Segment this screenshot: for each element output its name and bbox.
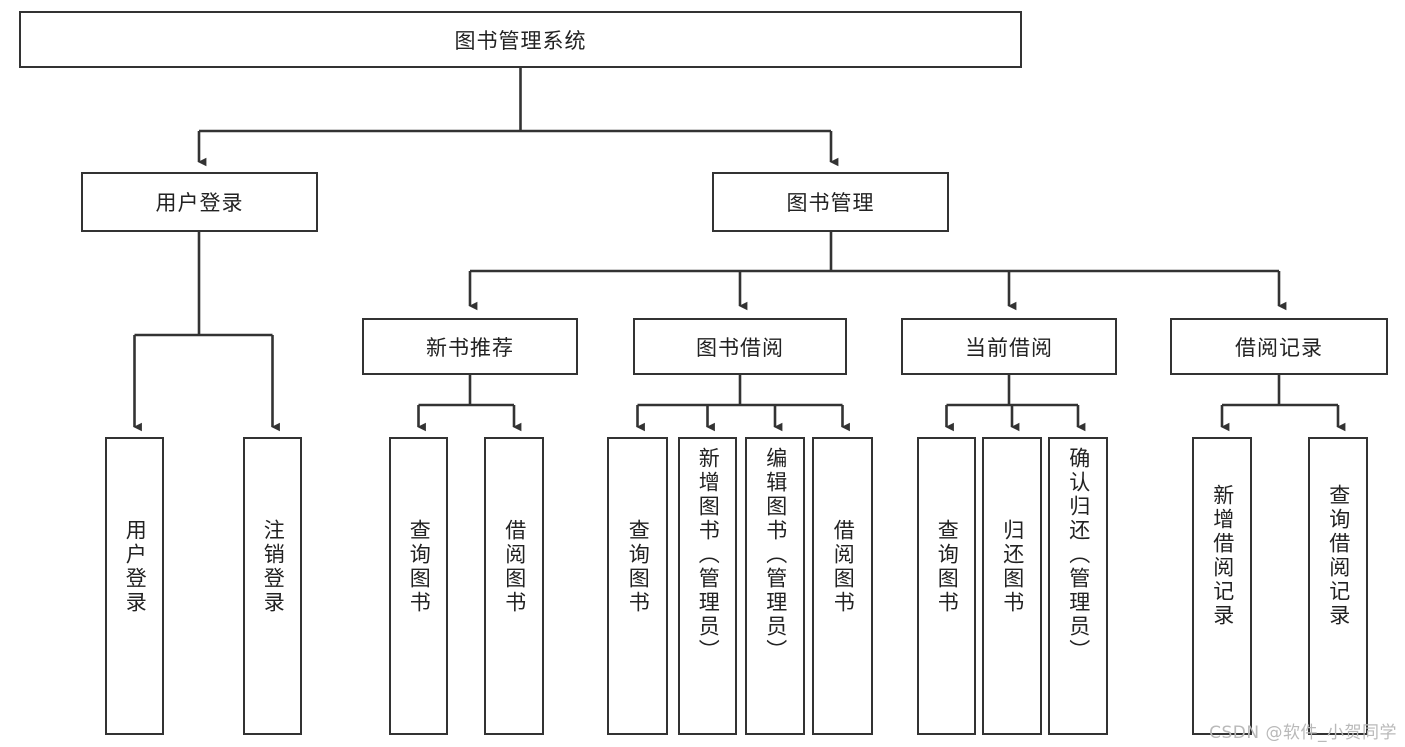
watermark-text: CSDN @软件_小贺同学 — [1209, 723, 1397, 743]
leaf-borrow-book-2[interactable]: 借阅图书 — [812, 437, 873, 735]
leaf-query-book-2-label: 查询图书 — [626, 519, 651, 615]
leaf-borrow-book-2-label: 借阅图书 — [831, 519, 856, 615]
leaf-confirm-return[interactable]: 确认归还（管理员） — [1048, 437, 1108, 735]
leaf-logout-label: 注销登录 — [261, 519, 286, 615]
node-root[interactable]: 图书管理系统 — [19, 11, 1022, 68]
leaf-add-record[interactable]: 新增借阅记录 — [1192, 437, 1252, 735]
leaf-user-login[interactable]: 用户登录 — [105, 437, 164, 735]
node-borrow-record[interactable]: 借阅记录 — [1170, 318, 1388, 375]
leaf-add-book-label: 新增图书（管理员） — [696, 447, 721, 663]
node-current-borrow[interactable]: 当前借阅 — [901, 318, 1117, 375]
node-book-manage[interactable]: 图书管理 — [712, 172, 949, 232]
leaf-return-book[interactable]: 归还图书 — [982, 437, 1042, 735]
leaf-query-book-1-label: 查询图书 — [407, 519, 432, 615]
node-new-book-recommend[interactable]: 新书推荐 — [362, 318, 578, 375]
leaf-edit-book[interactable]: 编辑图书（管理员） — [745, 437, 805, 735]
node-current-borrow-label: 当前借阅 — [965, 335, 1053, 360]
node-new-book-recommend-label: 新书推荐 — [426, 335, 514, 360]
leaf-logout[interactable]: 注销登录 — [243, 437, 302, 735]
leaf-query-book-3[interactable]: 查询图书 — [917, 437, 976, 735]
leaf-edit-book-label: 编辑图书（管理员） — [763, 447, 788, 663]
node-book-borrow-label: 图书借阅 — [696, 335, 784, 360]
leaf-query-book-2[interactable]: 查询图书 — [607, 437, 668, 735]
node-root-label: 图书管理系统 — [454, 28, 587, 53]
node-book-borrow[interactable]: 图书借阅 — [633, 318, 847, 375]
node-borrow-record-label: 借阅记录 — [1235, 335, 1323, 360]
node-user-login[interactable]: 用户登录 — [81, 172, 318, 232]
leaf-query-record-label: 查询借阅记录 — [1326, 484, 1351, 628]
leaf-add-book[interactable]: 新增图书（管理员） — [678, 437, 737, 735]
leaf-return-book-label: 归还图书 — [1000, 519, 1025, 615]
leaf-borrow-book-1[interactable]: 借阅图书 — [484, 437, 544, 735]
leaf-confirm-return-label: 确认归还（管理员） — [1066, 447, 1091, 663]
leaf-borrow-book-1-label: 借阅图书 — [502, 519, 527, 615]
node-book-manage-label: 图书管理 — [786, 191, 875, 215]
leaf-add-record-label: 新增借阅记录 — [1210, 484, 1235, 628]
leaf-user-login-label: 用户登录 — [123, 519, 148, 615]
node-user-login-label: 用户登录 — [155, 191, 244, 215]
leaf-query-record[interactable]: 查询借阅记录 — [1308, 437, 1368, 735]
leaf-query-book-3-label: 查询图书 — [935, 519, 960, 615]
leaf-query-book-1[interactable]: 查询图书 — [389, 437, 448, 735]
